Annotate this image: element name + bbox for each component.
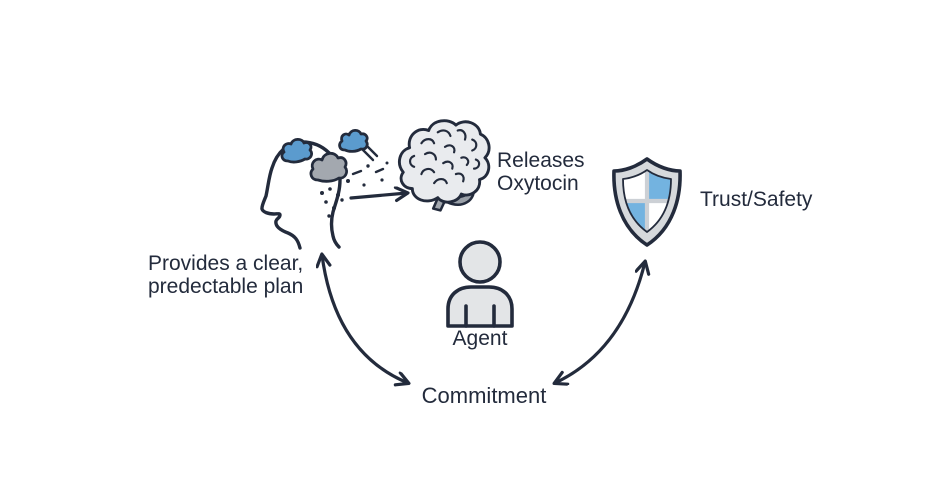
trust-shield-icon <box>612 157 682 247</box>
provides-plan-label: Provides a clear, predectable plan <box>148 252 304 298</box>
brain-icon <box>398 119 491 212</box>
plan-commitment-double-arrow <box>300 243 425 393</box>
right-arrow-icon <box>349 193 407 198</box>
commitment-label: Commitment <box>421 383 547 408</box>
releases-oxytocin-label: Releases Oxytocin <box>497 149 585 195</box>
releases-line2: Oxytocin <box>497 171 579 195</box>
head-with-storm-clouds-icon <box>260 137 348 250</box>
person-icon <box>446 240 514 328</box>
agent-label: Agent <box>452 327 508 350</box>
blue-cloud-icon <box>280 137 314 164</box>
provides-line1: Provides a clear, <box>148 252 304 275</box>
cloud-release-arrow-icon <box>338 128 430 210</box>
gray-cloud-icon <box>309 151 348 183</box>
particle-dots <box>346 161 389 187</box>
brain-sulci <box>408 129 481 185</box>
releases-line1: Releases <box>497 149 585 172</box>
person-arm-lines <box>464 304 496 328</box>
provides-line2: predectable plan <box>148 274 304 298</box>
trust-safety-label: Trust/Safety <box>700 188 813 211</box>
commitment-trust-double-arrow <box>543 248 655 390</box>
person-head <box>458 240 502 284</box>
rain-dots <box>320 187 344 218</box>
person-body <box>446 285 514 328</box>
flying-blue-cloud-icon <box>338 128 369 153</box>
